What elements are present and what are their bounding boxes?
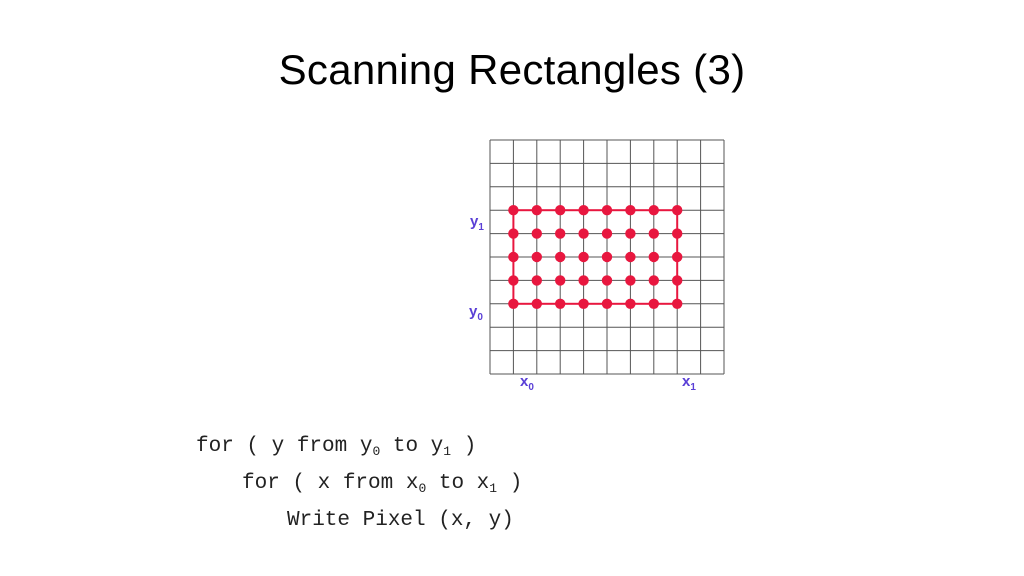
pixel-dot (672, 251, 683, 263)
pixel-dot (672, 205, 683, 216)
pixel-dot (578, 275, 589, 286)
pixel-dot (648, 205, 659, 216)
pixel-dot (601, 228, 613, 239)
pixel-dot (578, 205, 589, 216)
pixel-dot (625, 228, 636, 239)
pixel-dot (672, 228, 683, 239)
pixel-dot (508, 275, 519, 286)
pixel-dot (578, 228, 589, 239)
code-line-outer-loop: for ( y from y0 to y1 ) (196, 435, 477, 459)
code-line-write-pixel: Write Pixel (x, y) (287, 509, 514, 532)
pixel-dot (648, 228, 659, 239)
pixel-dot (578, 251, 589, 263)
pixel-dot (625, 275, 636, 286)
pixel-dot (531, 228, 542, 239)
pixel-dot (555, 228, 566, 239)
pixel-dot (648, 275, 659, 286)
pixel-dot (555, 251, 566, 263)
pixel-dot (625, 205, 636, 216)
pixel-dot (555, 275, 566, 286)
pixel-dot (672, 298, 683, 309)
pixel-dot (601, 298, 613, 309)
pixel-dot (555, 298, 566, 309)
label-y1: y1 (470, 213, 484, 233)
pixel-dot (508, 298, 519, 309)
pixel-dot (625, 251, 636, 263)
pixel-dot (625, 298, 636, 309)
pixel-dot (508, 228, 519, 239)
pixel-dot (531, 298, 542, 309)
pixel-dot (531, 275, 542, 286)
pixel-dot (601, 251, 613, 263)
pixel-dot (531, 205, 542, 216)
scan-rectangle-diagram: y1 y0 x0 x1 (469, 139, 725, 393)
pixel-dot (531, 251, 542, 263)
pixel-dot (601, 205, 613, 216)
pixel-dot (578, 298, 589, 309)
pixel-dot (508, 251, 519, 263)
label-y0: y0 (469, 303, 483, 323)
pixel-dot (508, 205, 519, 216)
code-line-inner-loop: for ( x from x0 to x1 ) (242, 472, 523, 496)
pixel-dot (555, 205, 566, 216)
pixel-dot (601, 275, 613, 286)
pixel-dot (648, 298, 659, 309)
label-x1: x1 (682, 373, 696, 393)
pixel-dots (508, 205, 683, 309)
pseudocode: for ( y from y0 to y1 ) for ( x from x0 … (196, 428, 522, 539)
pixel-dot (648, 251, 659, 263)
label-x0: x0 (520, 373, 534, 393)
pixel-dot (672, 275, 683, 286)
slide-title: Scanning Rectangles (3) (278, 46, 746, 93)
